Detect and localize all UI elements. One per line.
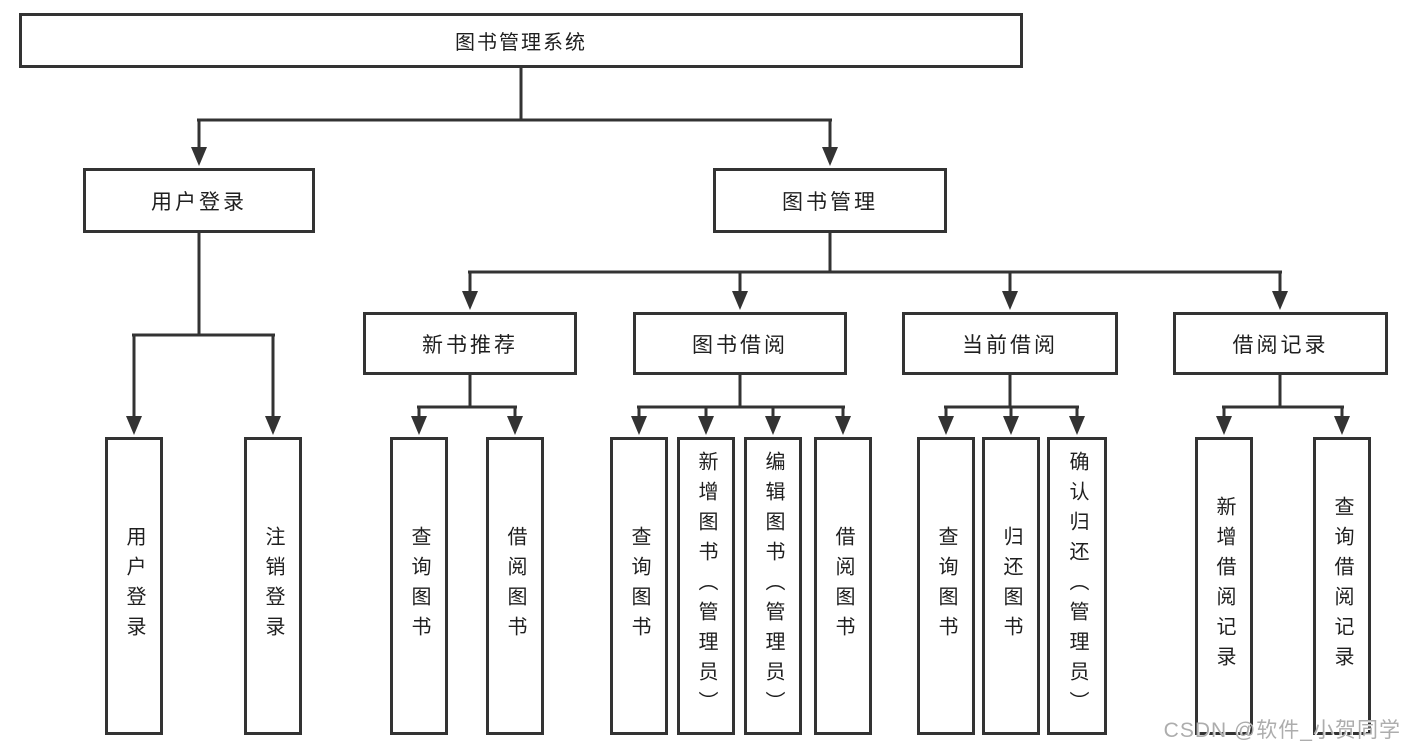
leaf-borrow-books: 借阅图书 xyxy=(486,437,544,735)
node-label: 注销登录 xyxy=(262,526,284,646)
connector-root-to-level2 xyxy=(191,68,838,166)
leaf-logout: 注销登录 xyxy=(244,437,302,735)
node-book-borrowing: 图书借阅 xyxy=(633,312,847,375)
node-label: 归还图书 xyxy=(1000,526,1022,646)
node-label: 用户登录 xyxy=(123,526,145,646)
node-label: 确认归还（管理员） xyxy=(1066,451,1088,721)
node-label: 新增图书（管理员） xyxy=(695,451,717,721)
connector-book-management-to-level3 xyxy=(462,230,1288,310)
node-label: 编辑图书（管理员） xyxy=(762,451,784,721)
node-label: 查询图书 xyxy=(408,526,430,646)
node-label: 新书推荐 xyxy=(422,333,518,357)
connector-user-login-to-leaves xyxy=(126,230,281,435)
leaf-confirm-return-admin: 确认归还（管理员） xyxy=(1047,437,1107,735)
node-label: 借阅图书 xyxy=(832,526,854,646)
connector-book-borrowing-to-leaves xyxy=(631,373,851,435)
node-label: 借阅记录 xyxy=(1232,333,1329,357)
node-book-management: 图书管理 xyxy=(713,168,947,233)
leaf-query-books: 查询图书 xyxy=(917,437,975,735)
csdn-watermark: CSDN @软件_小贺同学 xyxy=(1163,719,1401,742)
node-new-book-recommend: 新书推荐 xyxy=(363,312,577,375)
connector-new-book-recommend-to-leaves xyxy=(411,373,523,435)
leaf-borrow-books: 借阅图书 xyxy=(814,437,872,735)
node-current-borrowing: 当前借阅 xyxy=(902,312,1118,375)
leaf-add-books-admin: 新增图书（管理员） xyxy=(677,437,735,735)
leaf-user-login: 用户登录 xyxy=(105,437,163,735)
leaf-query-books: 查询图书 xyxy=(610,437,668,735)
node-borrowing-records: 借阅记录 xyxy=(1173,312,1388,375)
node-user-login: 用户登录 xyxy=(83,168,315,233)
connector-current-borrowing-to-leaves xyxy=(938,373,1085,435)
node-label: 借阅图书 xyxy=(504,526,526,646)
connector-borrowing-records-to-leaves xyxy=(1216,373,1350,435)
node-label: 图书借阅 xyxy=(692,333,788,357)
leaf-add-borrow-record: 新增借阅记录 xyxy=(1195,437,1253,735)
leaf-query-borrow-record: 查询借阅记录 xyxy=(1313,437,1371,735)
leaf-return-books: 归还图书 xyxy=(982,437,1040,735)
node-library-management-system: 图书管理系统 xyxy=(19,13,1023,68)
node-label: 查询图书 xyxy=(935,526,957,646)
node-label: 图书管理系统 xyxy=(455,32,587,54)
node-label: 用户登录 xyxy=(151,190,247,214)
node-label: 查询图书 xyxy=(628,526,650,646)
leaf-edit-books-admin: 编辑图书（管理员） xyxy=(744,437,802,735)
node-label: 当前借阅 xyxy=(962,333,1058,357)
node-label: 查询借阅记录 xyxy=(1331,496,1353,676)
node-label: 图书管理 xyxy=(782,190,878,214)
leaf-query-books: 查询图书 xyxy=(390,437,448,735)
node-label: 新增借阅记录 xyxy=(1213,496,1235,676)
